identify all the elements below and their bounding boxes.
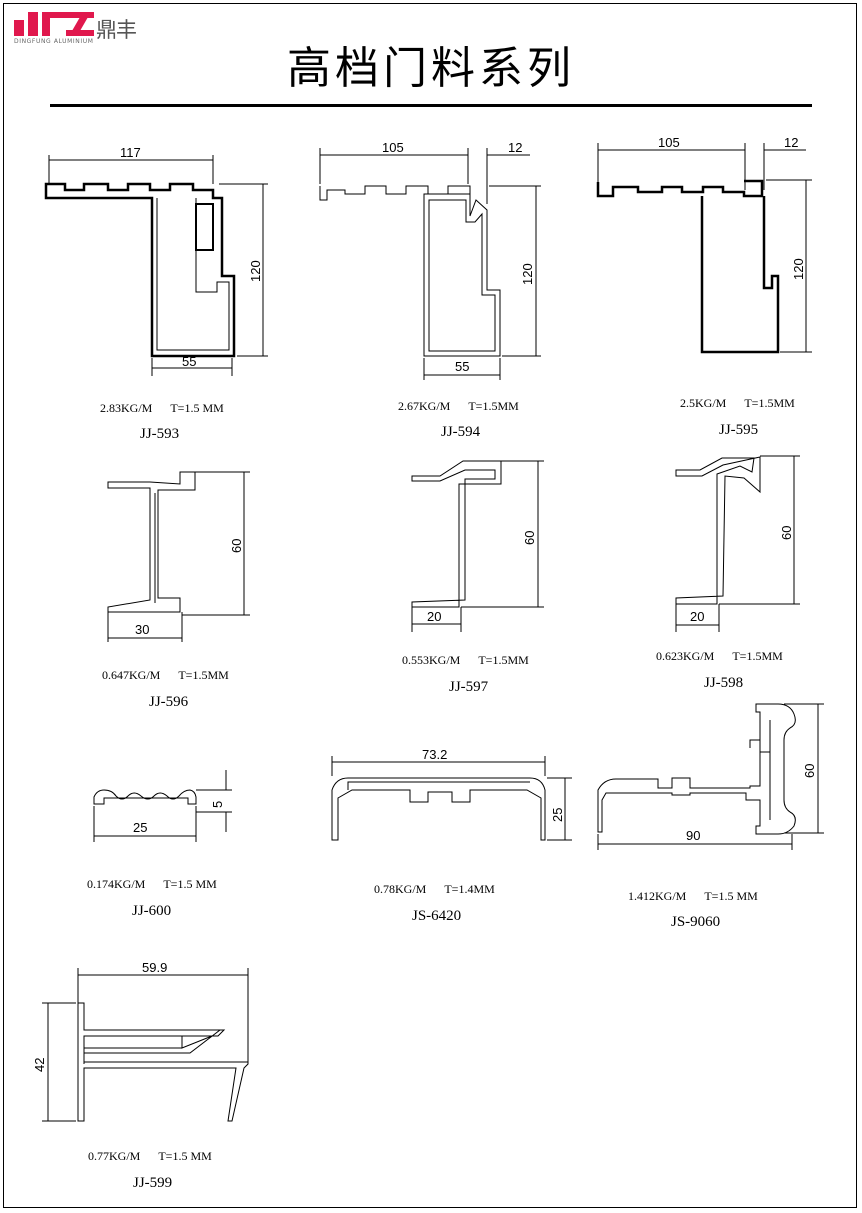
jj-596-dim-height: 60 [229,539,244,553]
jj-598-dim-height: 60 [779,526,794,540]
jj-593-dim-height: 120 [248,260,263,282]
js-6420-code: JS-6420 [412,908,462,924]
logo-cn-text: 鼎丰 [96,18,137,42]
logo-sub-text: DINGFUNG ALUMINIUM [14,38,94,45]
js-9060-dim-height: 60 [802,764,817,778]
jj-599-dim-height: 42 [32,1058,47,1072]
jj-597-code: JJ-597 [449,679,489,695]
jj-594-code: JJ-594 [441,424,481,440]
profile-jj-593-drawing [44,155,268,376]
profile-jj-599-drawing [42,968,249,1122]
jj-598-code: JJ-598 [704,675,744,691]
jj-594-dim-width: 105 [382,140,404,155]
jj-593-dim-width: 117 [120,145,141,160]
brand-logo: 鼎丰 DINGFUNG ALUMINIUM [14,12,154,48]
profile-js-9060-drawing [597,703,824,850]
jj-593-dim-base: 55 [182,354,196,369]
jj-596-dim-base: 30 [135,622,149,637]
js-9060-dim-width: 90 [686,828,700,843]
js-9060-code: JS-9060 [671,914,721,930]
jj-595-dim-lip: 12 [784,135,798,150]
jj-599-code: JJ-599 [133,1175,173,1191]
jj-599-dim-width: 59.9 [142,960,167,975]
jj-594-dim-lip: 12 [508,140,522,155]
jj-595-code: JJ-595 [719,422,759,438]
jj-600-dim-width: 25 [133,820,147,835]
page-frame [3,3,857,1208]
profile-jj-600-drawing [93,770,232,842]
profile-js-6420-drawing [331,756,572,841]
js-6420-dim-height: 25 [550,808,565,822]
jj-593-code: JJ-593 [140,426,180,442]
jj-595-dim-height: 120 [791,258,806,280]
profile-jj-598-drawing [675,455,800,632]
jj-598-dim-base: 20 [690,609,704,624]
profile-jj-594-drawing [319,148,541,380]
profile-jj-596-drawing [107,471,250,642]
jj-597-dim-height: 60 [522,531,537,545]
profile-jj-595-drawing [596,143,812,354]
jj-600-code: JJ-600 [132,903,172,919]
jj-595-dim-width: 105 [658,135,680,150]
jj-594-dim-height: 120 [520,263,535,285]
jj-594-dim-base: 55 [455,359,469,374]
js-6420-dim-width: 73.2 [422,747,447,762]
title-divider [50,104,812,107]
jj-596-code: JJ-596 [149,694,189,710]
profile-jj-597-drawing [411,460,544,632]
page-title: 高档门料系列 [287,43,575,94]
jj-597-dim-base: 20 [427,609,441,624]
jj-600-dim-height: 5 [210,801,225,808]
